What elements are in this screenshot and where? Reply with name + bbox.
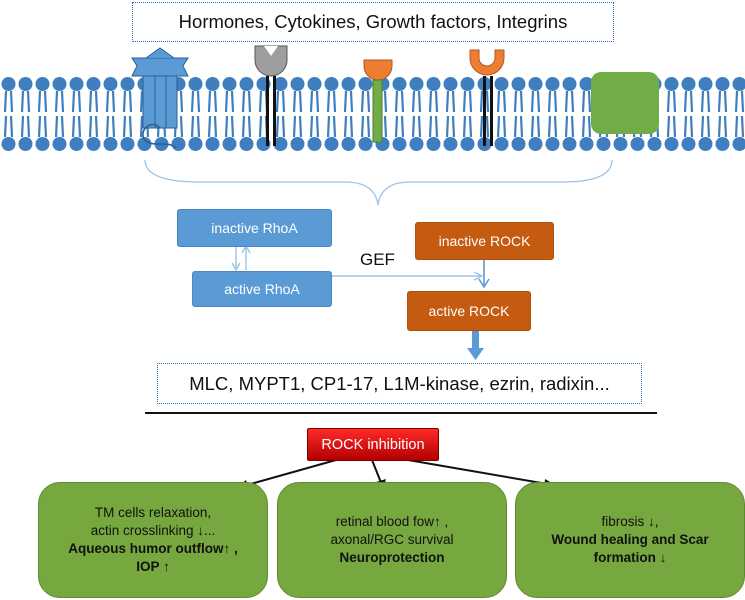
effect-box-neuroprotection: retinal blood fow↑ , axonal/RGC survival… — [277, 482, 507, 598]
effect-text: fibrosis ↓, — [601, 514, 659, 529]
inactive-rhoa-node: inactive RhoA — [177, 209, 332, 247]
effect-text: TM cells relaxation, — [94, 505, 212, 520]
gpcr-receptor — [131, 47, 189, 149]
active-rock-node: active ROCK — [407, 291, 531, 331]
effect-text: axonal/RGC survival — [330, 532, 454, 547]
inhibition-arrow-right — [407, 459, 554, 486]
u-receptor — [469, 49, 505, 146]
effect-text-bold: Aqueous humor outflow↑ , — [68, 541, 238, 556]
effect-text-bold: formation ↓ — [593, 550, 667, 565]
substrates-box: MLC, MYPT1, CP1-17, L1M-kinase, ezrin, r… — [157, 363, 642, 404]
integrin-block — [591, 72, 659, 134]
effect-text-bold: Wound healing and Scar — [551, 532, 709, 547]
rock-inhibition-node: ROCK inhibition — [307, 428, 439, 461]
effect-text-bold: IOP ↑ — [136, 559, 170, 574]
effect-box-outflow: TM cells relaxation, actin crosslinking … — [38, 482, 268, 598]
effect-text-bold: Neuroprotection — [339, 550, 445, 565]
effect-text: actin crosslinking ↓... — [90, 523, 216, 538]
membrane-bracket — [144, 159, 613, 206]
gef-label: GEF — [360, 250, 395, 269]
orange-green-receptor — [363, 59, 393, 143]
signals-box: Hormones, Cytokines, Growth factors, Int… — [132, 2, 614, 42]
grey-receptor — [254, 45, 288, 146]
rock-to-substrates-arrow — [472, 331, 479, 349]
active-rhoa-node: active RhoA — [192, 271, 332, 307]
effect-box-fibrosis: fibrosis ↓, Wound healing and Scar forma… — [515, 482, 745, 598]
inactive-rock-node: inactive ROCK — [415, 222, 554, 260]
inhibition-arrow-left — [239, 459, 337, 488]
effect-text: retinal blood fow↑ , — [335, 514, 449, 529]
